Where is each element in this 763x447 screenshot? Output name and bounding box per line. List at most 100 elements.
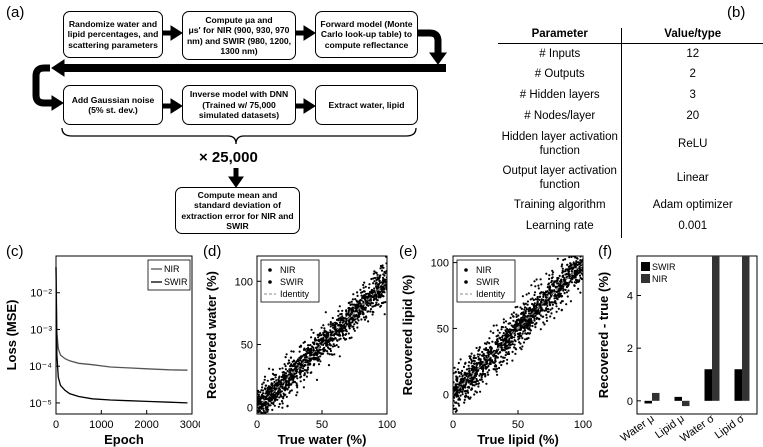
scatter-point-nir [478,353,481,356]
scatter-point-nir [463,371,466,374]
scatter-point-nir [569,300,572,303]
scatter-point-swir [534,311,537,314]
legend-marker [268,268,272,272]
scatter-point-swir [328,340,331,343]
scatter-point-nir [288,361,291,364]
scatter-point-swir [365,303,368,306]
scatter-point-nir [488,346,491,349]
y-tick-label: 10⁻⁴ [29,361,52,373]
scatter-point-nir [284,365,287,368]
scatter-point-swir [524,310,527,313]
scatter-point-nir [281,402,284,405]
x-tick-label: Lipid σ [713,413,747,442]
scatter-point-nir [383,313,386,316]
table-header-parameter: Parameter [498,28,623,44]
scatter-point-nir [316,333,319,336]
scatter-point-nir [303,372,306,375]
scatter-point-swir [536,298,539,301]
scatter-point-swir [546,304,549,307]
scatter-point-swir [550,289,554,292]
scatter-point-nir [576,253,578,255]
table-cell: ReLU [678,137,708,150]
scatter-point-nir [367,286,371,289]
scatter-point-nir [278,396,281,399]
scatter-point-nir [535,317,538,320]
scatter-point-nir [538,298,541,301]
scatter-point-nir [257,431,259,433]
scatter-point-nir [305,375,308,378]
scatter-point-swir [375,286,378,289]
scatter-point-nir [303,340,306,343]
scatter-point-nir [517,314,520,317]
scatter-point-nir [475,378,478,381]
y-axis-label: Recovered lipid (%) [400,275,415,396]
scatter-point-swir [288,371,291,374]
scatter-point-nir [469,355,472,358]
scatter-point-nir [565,303,568,306]
scatter-point-nir [480,378,483,381]
scatter-point-nir [274,376,277,379]
scatter-point-nir [373,280,376,283]
scatter-point-swir [285,382,288,385]
identity-line [256,280,388,409]
scatter-point-swir [553,280,556,283]
table-cell: 12 [686,47,700,60]
scatter-point-nir [338,338,341,341]
scatter-point-swir [514,330,517,333]
x-tick-label: Water σ [678,413,717,445]
scatter-point-swir [471,365,474,368]
scatter-point-nir [479,390,482,393]
scatter-point-swir [570,263,573,267]
scatter-point-swir [484,366,487,369]
scatter-point-nir [464,362,467,365]
scatter-point-nir [463,373,466,376]
scatter-point-swir [264,401,268,404]
scatter-point-nir [478,346,481,349]
legend-label: SWIR [280,277,304,287]
scatter-point-swir [267,403,270,407]
scatter-point-nir [453,407,456,410]
scatter-point-nir [470,387,473,390]
scatter-point-swir [535,309,538,312]
scatter-point-swir [525,324,528,327]
scatter-point-nir [545,316,548,319]
scatter-point-nir [514,323,517,326]
scatter-point-nir [568,256,571,259]
scatter-point-swir [344,317,347,320]
scatter-point-nir [465,372,468,375]
scatter-point-nir [501,326,504,329]
scatter-point-nir [492,324,495,327]
scatter-point-nir [278,402,281,406]
scatter-point-swir [348,318,351,321]
scatter-point-nir [580,272,583,275]
scatter-point-nir [327,323,330,326]
scatter-point-nir [534,298,537,301]
scatter-point-nir [356,294,359,297]
scatter-point-nir [496,329,499,332]
scatter-point-swir [494,341,497,344]
scatter-point-swir [282,378,285,381]
scatter-point-nir [530,284,533,287]
scatter-point-nir [550,279,553,282]
scatter-point-nir [470,362,473,365]
scatter-point-nir [353,323,356,326]
scatter-point-nir [535,278,538,281]
scatter-point-nir [291,381,294,384]
scatter-point-swir [303,356,307,359]
scatter-point-nir [372,277,375,280]
scatter-point-swir [313,343,316,346]
scatter-point-nir [306,348,310,352]
scatter-point-nir [507,352,511,356]
table-cell: Training algorithm [498,195,623,217]
scatter-point-nir [523,308,526,311]
scatter-point-nir [342,337,345,340]
scatter-point-nir [281,383,284,386]
scatter-point-swir [525,322,528,325]
scatter-point-nir [275,379,278,382]
scatter-point-swir [548,300,551,304]
scatter-point-swir [458,391,461,394]
scatter-point-nir [512,315,515,318]
scatter-point-nir [338,305,341,308]
table-cell: Learning rate [498,216,623,238]
scatter-point-swir [572,274,575,278]
